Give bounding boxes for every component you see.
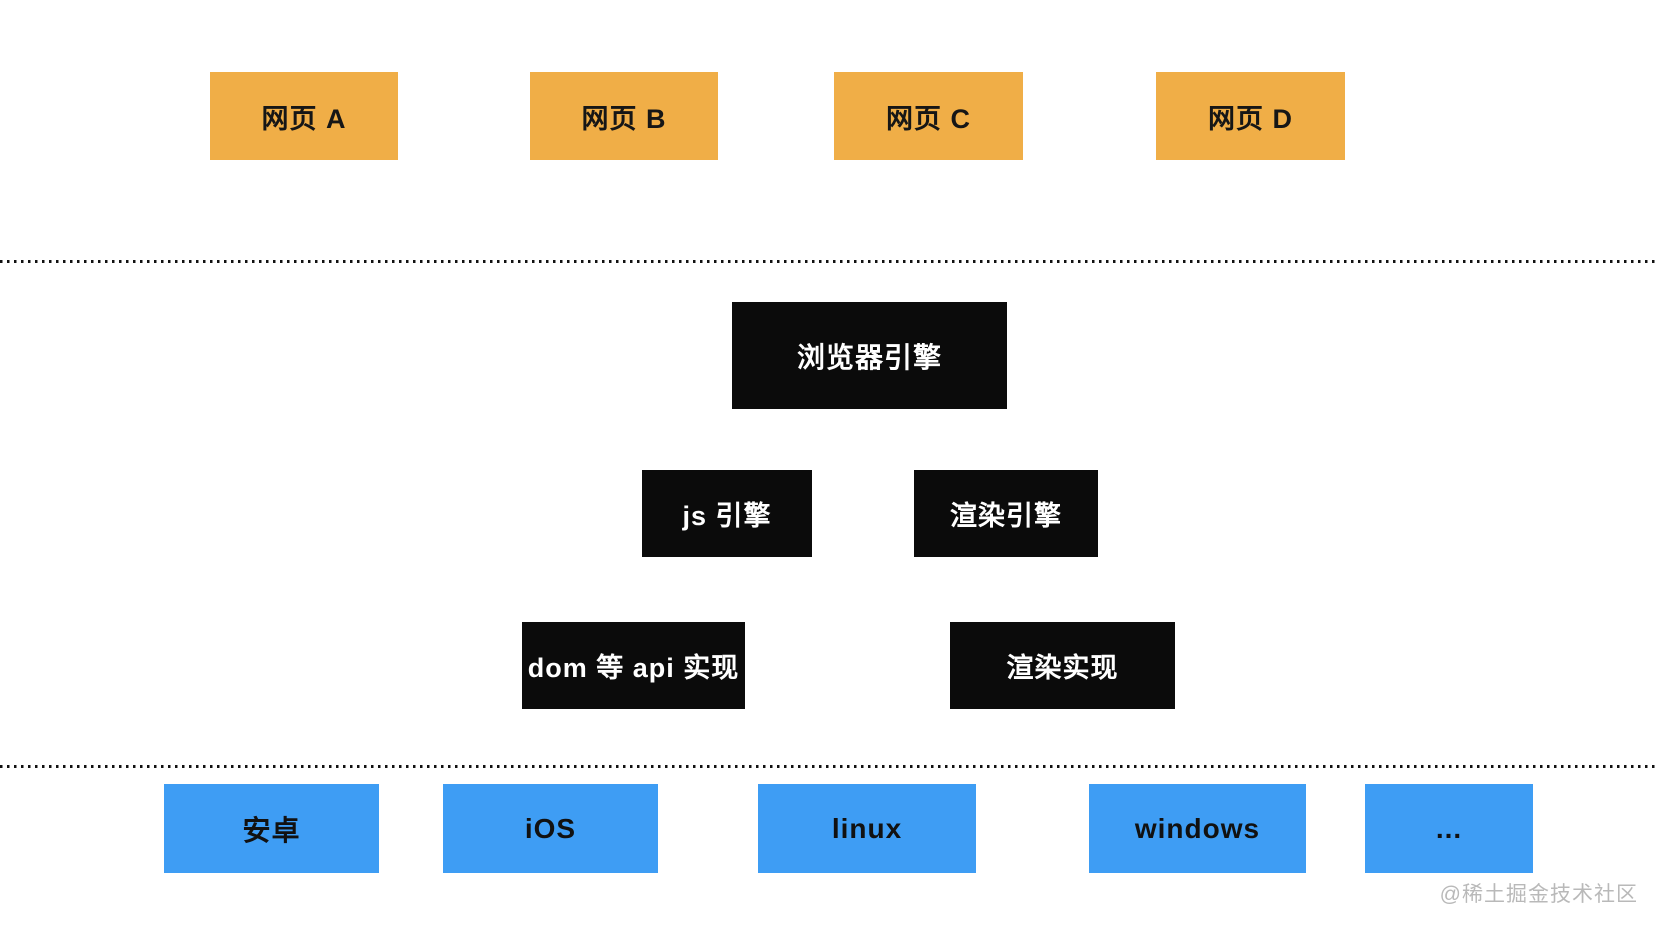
browser-engine-box: 浏览器引擎	[732, 302, 1007, 409]
watermark: @稀土掘金技术社区	[1439, 883, 1638, 906]
js-engine-box: js 引擎	[642, 470, 812, 557]
render-engine-label: 渲染引擎	[950, 501, 1062, 531]
platform-ios-label: iOS	[524, 812, 577, 844]
platform-linux-label: linux	[831, 812, 903, 844]
platform-linux-box: linux	[758, 784, 976, 873]
webpage-b-label: 网页 B	[581, 103, 667, 134]
platform-more-label: ...	[1435, 812, 1463, 844]
webpage-d-label: 网页 D	[1208, 103, 1293, 134]
webpage-a-label: 网页 A	[261, 103, 347, 134]
browser-engine-label: 浏览器引擎	[796, 341, 942, 373]
render-implementation-box: 渲染实现	[950, 622, 1175, 709]
webpage-c-box: 网页 C	[834, 72, 1023, 160]
webpage-b-box: 网页 B	[530, 72, 718, 160]
dotted-separator-bottom	[0, 765, 1656, 768]
platform-android-label: 安卓	[242, 814, 301, 846]
webpage-a-box: 网页 A	[210, 72, 398, 160]
platform-ios-box: iOS	[443, 784, 658, 873]
webpage-d-box: 网页 D	[1156, 72, 1345, 160]
webpage-c-label: 网页 C	[886, 103, 971, 134]
platform-android-box: 安卓	[164, 784, 379, 873]
dom-api-implementation-box: dom 等 api 实现	[522, 622, 745, 709]
render-engine-box: 渲染引擎	[914, 470, 1098, 557]
platform-windows-label: windows	[1134, 812, 1261, 844]
platform-windows-box: windows	[1089, 784, 1306, 873]
dom-api-implementation-label: dom 等 api 实现	[527, 653, 740, 683]
platform-more-box: ...	[1365, 784, 1533, 873]
js-engine-label: js 引擎	[682, 501, 772, 531]
render-implementation-label: 渲染实现	[1006, 653, 1119, 683]
dotted-separator-top	[0, 260, 1656, 263]
